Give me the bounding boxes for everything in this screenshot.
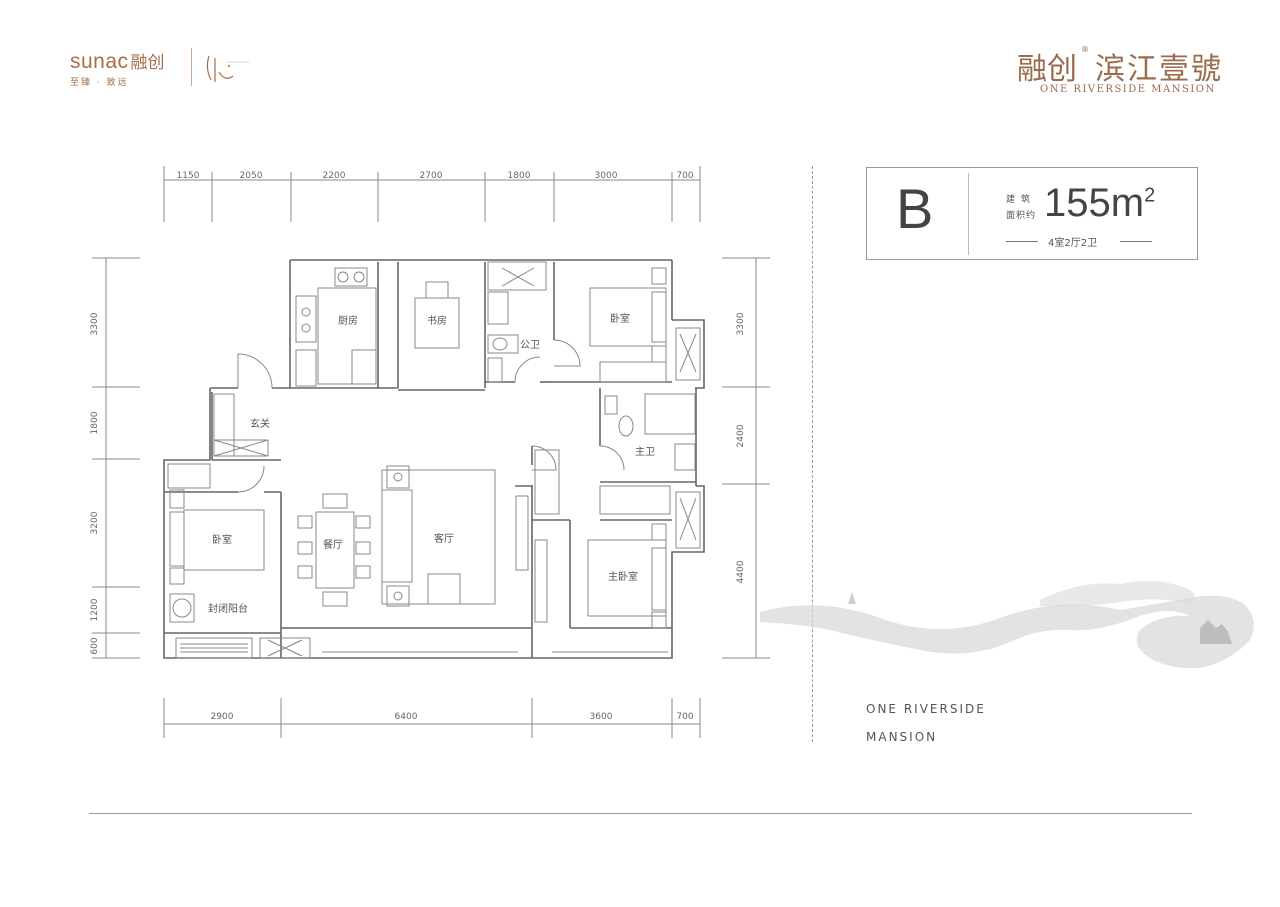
brand-cn-text: 融创 bbox=[130, 53, 165, 73]
dim-left-3: 3200 bbox=[90, 511, 100, 534]
area-superscript: 2 bbox=[1144, 184, 1156, 207]
dim-left-2: 1800 bbox=[90, 411, 100, 434]
landscape-wash-icon bbox=[760, 581, 1254, 669]
room-master-bath: 主卫 bbox=[635, 446, 655, 458]
dashed-divider bbox=[812, 166, 813, 742]
registered-mark: ® bbox=[1081, 45, 1089, 54]
dim-bottom-2: 6400 bbox=[395, 712, 418, 722]
area-number: 155m bbox=[1044, 181, 1145, 225]
dim-right-2: 2400 bbox=[736, 424, 746, 447]
dim-left-1: 3300 bbox=[90, 312, 100, 335]
brand-slogan: 至臻 · 致远 bbox=[70, 78, 129, 88]
dim-top-7: 700 bbox=[676, 171, 693, 181]
dim-top-2: 2050 bbox=[240, 171, 263, 181]
room-kitchen: 厨房 bbox=[338, 314, 358, 327]
area-label-2: 面积约 bbox=[1006, 211, 1037, 221]
unit-type: B bbox=[896, 177, 934, 240]
area-label-1: 建筑 bbox=[1006, 195, 1037, 205]
project-name-en: ONE RIVERSIDE MANSION bbox=[1040, 84, 1216, 95]
dim-left-5: 600 bbox=[90, 637, 100, 654]
layout-rule-right bbox=[1120, 241, 1152, 242]
dim-left-4: 1200 bbox=[90, 598, 100, 621]
unit-info-divider bbox=[968, 173, 969, 255]
area-value: 155m2 bbox=[1044, 181, 1155, 226]
footer-line-1: ONE RIVERSIDE bbox=[866, 702, 986, 716]
dim-top-3: 2200 bbox=[323, 171, 346, 181]
brand-en-text: sunac bbox=[70, 50, 129, 73]
room-study: 书房 bbox=[427, 314, 447, 327]
bottom-rule bbox=[89, 813, 1192, 814]
brand-divider bbox=[191, 48, 192, 86]
dim-bottom-3: 3600 bbox=[590, 712, 613, 722]
secondary-logo-icon bbox=[203, 52, 251, 90]
dim-top-4: 2700 bbox=[420, 171, 443, 181]
dim-top-1: 1150 bbox=[177, 171, 200, 181]
room-dining: 餐厅 bbox=[323, 538, 343, 551]
room-entrance: 玄关 bbox=[250, 417, 270, 430]
dim-top-6: 3000 bbox=[595, 171, 618, 181]
layout-text: 4室2厅2卫 bbox=[1048, 238, 1098, 249]
dim-bottom-4: 700 bbox=[676, 712, 693, 722]
project-name-cn: 滨江壹號 bbox=[1095, 52, 1223, 87]
dim-bottom-1: 2900 bbox=[211, 712, 234, 722]
dim-right-3: 4400 bbox=[736, 560, 746, 583]
room-living: 客厅 bbox=[434, 532, 454, 545]
unit-info-box bbox=[866, 167, 1198, 260]
room-public-bath: 公卫 bbox=[520, 340, 540, 351]
room-master-bedroom: 主卧室 bbox=[608, 570, 638, 583]
dim-top-5: 1800 bbox=[508, 171, 531, 181]
project-brand-cn: 融创 bbox=[1017, 52, 1077, 87]
room-balcony: 封闭阳台 bbox=[208, 602, 248, 615]
room-bedroom-ne: 卧室 bbox=[610, 312, 630, 325]
dim-right-1: 3300 bbox=[736, 312, 746, 335]
footer-line-2: MANSION bbox=[866, 730, 938, 744]
layout-rule-left bbox=[1006, 241, 1038, 242]
room-bedroom-w: 卧室 bbox=[212, 533, 232, 546]
